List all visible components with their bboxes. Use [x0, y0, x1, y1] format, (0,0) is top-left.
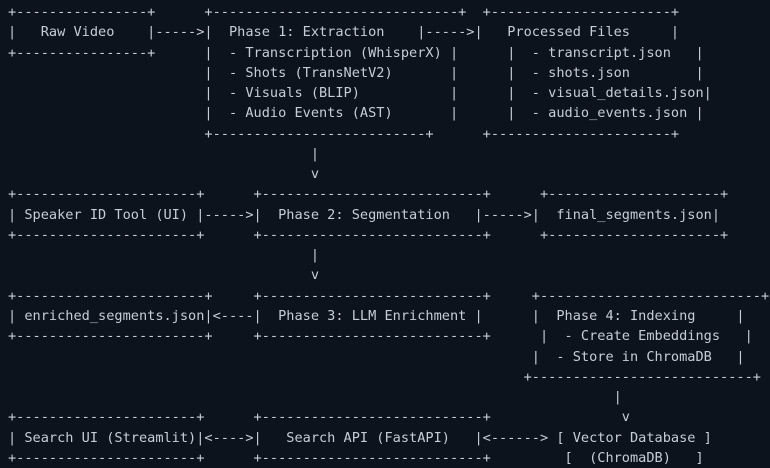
- terminal-screen: +----------------+ +--------------------…: [8, 4, 770, 466]
- ascii-pipeline-diagram: +----------------+ +--------------------…: [8, 4, 770, 466]
